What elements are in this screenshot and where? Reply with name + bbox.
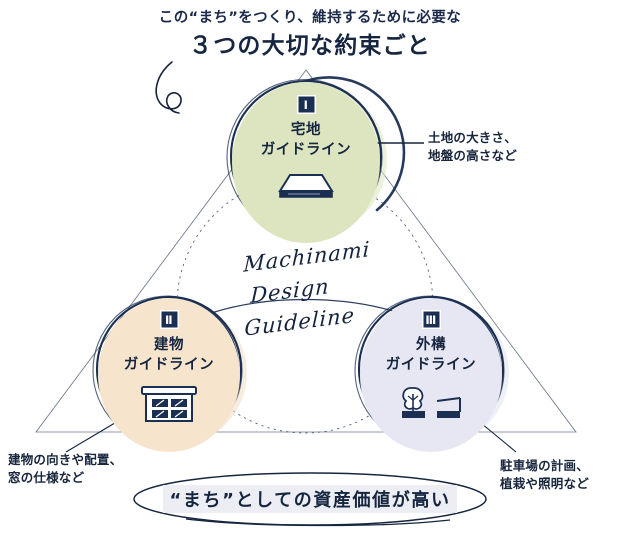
guideline-title-2-line2: ガイドライン — [123, 356, 215, 373]
building-facade-icon — [138, 384, 200, 428]
guideline-title-2: 建物 ガイドライン — [124, 336, 215, 375]
banner-ellipse — [133, 472, 487, 527]
guideline-title-3-line1: 外構 — [415, 337, 447, 353]
curl-flourish-icon — [155, 61, 182, 114]
annotation-takuchi: 土地の大きさ、 地盤の高さなど — [428, 129, 517, 165]
numeral-badge-3: Ⅲ — [421, 310, 441, 329]
numeral-badge-1: Ⅰ — [296, 95, 316, 114]
annotation-takuchi-line1: 土地の大きさ、 — [428, 130, 517, 145]
guideline-circle-gaikou[interactable]: Ⅲ 外構 ガイドライン — [360, 298, 502, 452]
guideline-circle-takuchi[interactable]: Ⅰ 宅地 ガイドライン — [232, 82, 380, 243]
tree-and-carport-icon — [396, 384, 466, 426]
guideline-title-3: 外構 ガイドライン — [386, 336, 477, 375]
guideline-title-1-line1: 宅地 — [290, 122, 322, 138]
value-banner: “まち”としての資産価値が高い — [120, 471, 500, 527]
annotation-takuchi-line2: 地盤の高さなど — [428, 148, 517, 164]
connector-triangle — [35, 69, 577, 433]
annotation-tatemono: 建物の向きや配置、 窓の仕様など — [8, 451, 122, 487]
guideline-title-1-line2: ガイドライン — [260, 141, 352, 158]
land-plot-icon — [276, 169, 336, 207]
annotation-gaikou: 駐車場の計画、 植栽や照明など — [500, 457, 589, 493]
annotation-gaikou-line2: 植栽や照明など — [500, 476, 589, 492]
header: この“まち”をつくり、維持するために必要な ３つの大切な約束ごと — [0, 0, 620, 61]
annotation-tatemono-line2: 窓の仕様など — [8, 470, 85, 486]
guideline-title-1: 宅地 ガイドライン — [261, 121, 352, 160]
numeral-badge-2: Ⅱ — [159, 310, 179, 329]
header-subtitle: この“まち”をつくり、維持するために必要な — [158, 10, 462, 26]
annotation-tatemono-line1: 建物の向きや配置、 — [8, 452, 123, 467]
page-title: ３つの大切な約束ごと — [189, 33, 431, 60]
guideline-title-3-line2: ガイドライン — [385, 356, 477, 373]
guideline-circle-tatemono[interactable]: Ⅱ 建物 ガイドライン — [98, 298, 240, 452]
guideline-title-2-line1: 建物 — [153, 337, 185, 353]
value-banner-text: “まち”としての資産価値が高い — [163, 485, 457, 513]
annotation-gaikou-line1: 駐車場の計画、 — [500, 458, 589, 473]
